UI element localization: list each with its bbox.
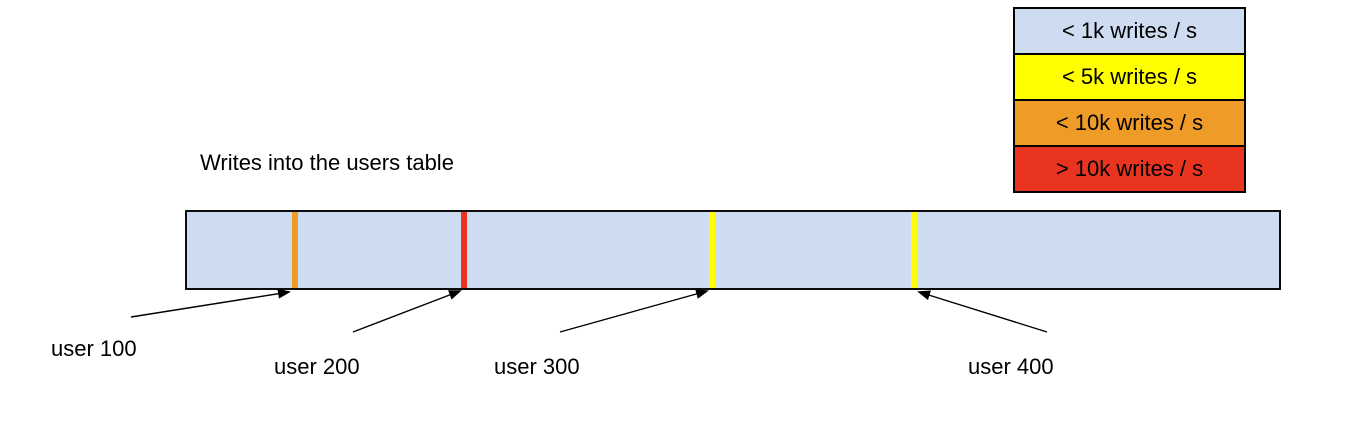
user-label-user-400: user 400 <box>968 354 1054 379</box>
pointer-arrow-user-400 <box>917 290 1048 333</box>
user-label-user-200: user 200 <box>274 354 360 379</box>
write-hotspot-user-200 <box>461 212 467 288</box>
legend-item-label: > 10k writes / s <box>1055 156 1204 181</box>
write-hotspot-user-300 <box>709 212 715 288</box>
legend: < 1k writes / s < 5k writes / s < 10k writ… <box>1013 7 1246 193</box>
legend-item-3: < 10k writes / s <box>1015 99 1244 145</box>
diagram-title: Writes into the users table <box>200 150 454 175</box>
pointer-arrow-user-200 <box>352 290 462 333</box>
legend-item-label: < 10k writes / s <box>1055 110 1204 135</box>
pointer-arrow-user-300 <box>559 289 709 333</box>
user-label-user-100: user 100 <box>51 336 137 361</box>
users-table-bar <box>185 210 1281 290</box>
write-hotspot-user-400 <box>911 212 917 288</box>
legend-item-4: > 10k writes / s <box>1015 145 1244 191</box>
legend-item-label: < 1k writes / s <box>1061 18 1198 43</box>
write-hotspot-user-100 <box>292 212 298 288</box>
user-label-user-300: user 300 <box>494 354 580 379</box>
legend-item-label: < 5k writes / s <box>1061 64 1198 89</box>
pointer-arrow-user-100 <box>130 288 291 318</box>
legend-item-2: < 5k writes / s <box>1015 53 1244 99</box>
legend-item-1: < 1k writes / s <box>1015 9 1244 53</box>
